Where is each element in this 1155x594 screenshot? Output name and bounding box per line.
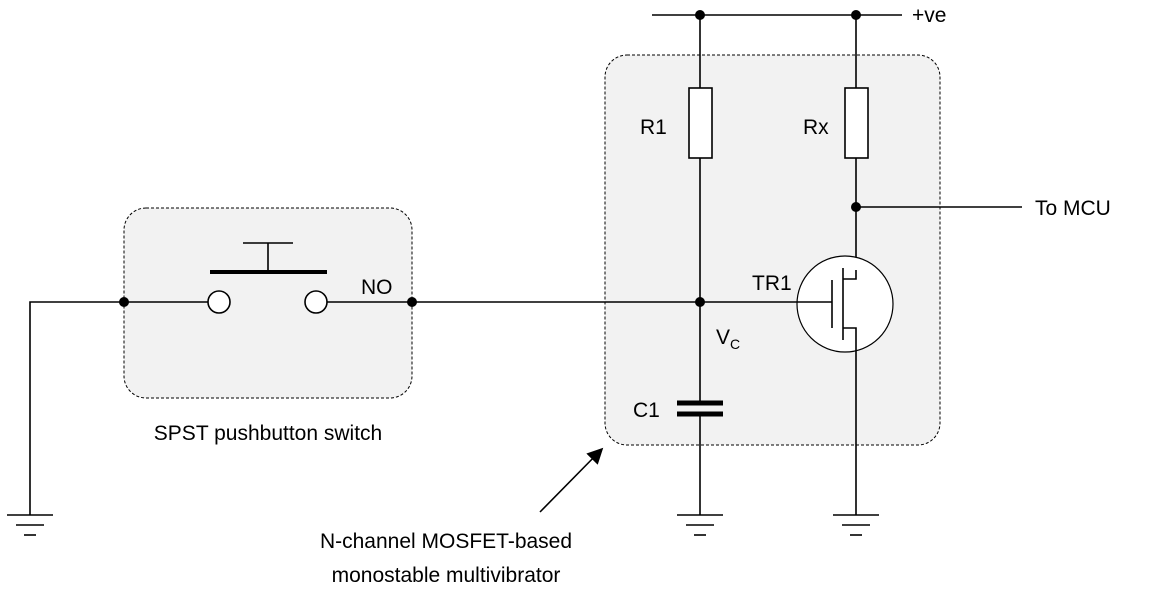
c1-label: C1 — [633, 399, 660, 422]
r1-label: R1 — [640, 116, 667, 139]
ground-icon — [677, 514, 723, 536]
resistor-rx — [844, 87, 869, 159]
multivibrator-caption-line1: N-channel MOSFET-based — [320, 530, 572, 553]
switch-caption: SPST pushbutton switch — [154, 422, 382, 445]
supply-label: +ve — [912, 4, 946, 27]
vc-label: VC — [716, 326, 740, 352]
junction-dot — [407, 297, 417, 307]
mosfet-tr1 — [796, 255, 894, 515]
rx-label: Rx — [803, 116, 829, 139]
caption-arrow — [539, 447, 604, 513]
multivibrator-caption-line2: monostable multivibrator — [332, 564, 561, 587]
tr1-label: TR1 — [752, 272, 792, 295]
switch-box — [123, 207, 413, 399]
junction-dot — [119, 297, 129, 307]
ground-icon — [7, 514, 53, 536]
resistor-r1 — [688, 87, 713, 159]
multivibrator-box — [604, 54, 941, 446]
ground-wire — [29, 301, 208, 515]
no-label: NO — [361, 276, 393, 299]
to-mcu-label: To MCU — [1035, 197, 1111, 220]
ground-icon — [833, 514, 879, 536]
